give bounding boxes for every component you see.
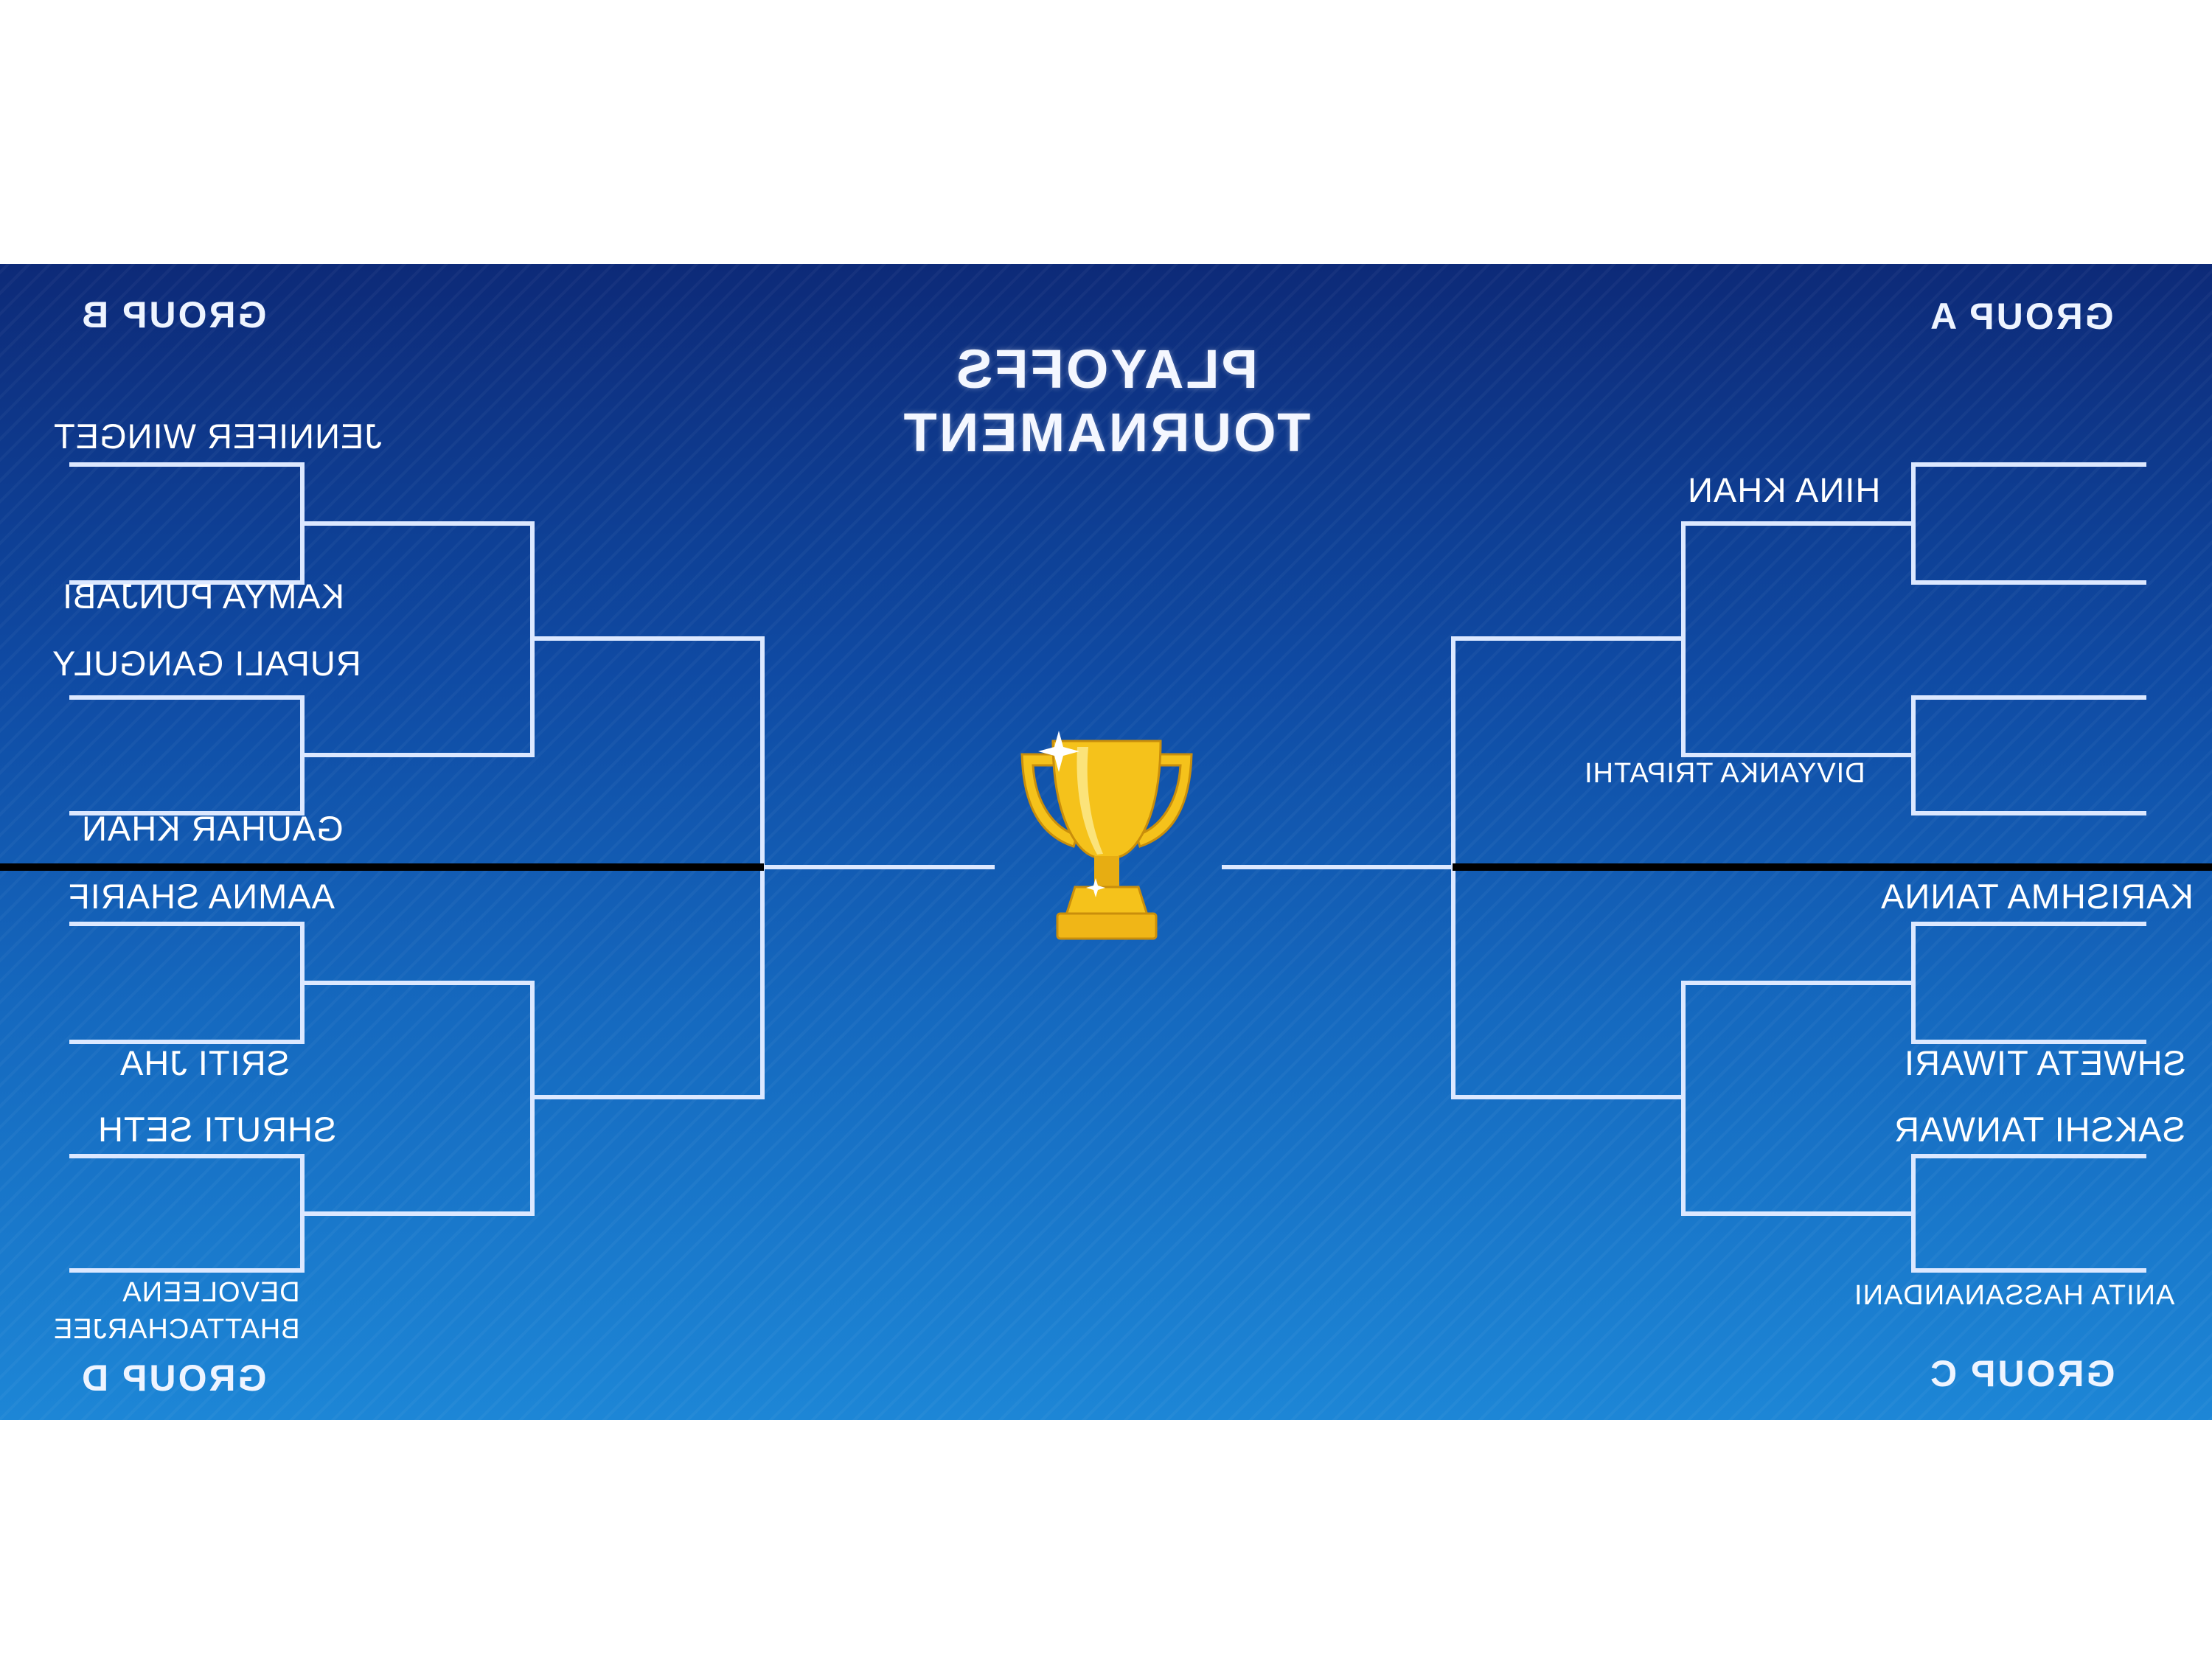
player-sakshi-tanwar: SAKSHI TANWAR (1893, 1110, 2186, 1149)
bracket-lines (0, 462, 2212, 1273)
bracket-d-r1-bottom (69, 1154, 305, 1273)
player-anita-hassanandani: ANITA HASSANANDANI (1854, 1280, 2175, 1311)
bracket-b-r1-bottom (69, 695, 305, 815)
page-title: PLAYOFFS TOURNAMENT (874, 338, 1338, 465)
group-b-label: GROUP B (80, 294, 267, 335)
bracket-b-r1-top (69, 462, 305, 585)
bracket-b-r2 (302, 521, 535, 757)
bracket-panel: PLAYOFFS TOURNAMENT GROUP B GROUP A GROU… (0, 264, 2212, 1420)
player-kamya-punjabi: KAMYA PUNJABI (62, 577, 345, 616)
player-aamna-sharif: AAMNA SHARIF (68, 877, 335, 916)
group-c-label: GROUP C (1928, 1353, 2115, 1394)
bracket-c-r1-bottom (1911, 1154, 2146, 1273)
group-a-label: GROUP A (1928, 296, 2114, 337)
bracket-a-r1-bottom (1911, 695, 2146, 815)
player-sriti-jha: SRITI JHA (119, 1043, 290, 1082)
group-d-label: GROUP D (80, 1357, 267, 1399)
title-line-1: PLAYOFFS (954, 338, 1258, 400)
player-jennifer-winget: JENNIFER WINGET (53, 417, 382, 456)
player-divyanka-tripathi: DIVYANKA TRIPATHI (1584, 758, 1865, 789)
bracket-a-r1-top (1911, 462, 2146, 585)
bracket-d-r1-top (69, 922, 305, 1044)
player-hina-khan: HINA KHAN (1687, 470, 1881, 509)
title-line-2: TOURNAMENT (901, 402, 1311, 463)
player-shweta-tiwari: SHWETA TIWARI (1904, 1043, 2186, 1082)
bracket-c-r1-top (1911, 922, 2146, 1044)
trophy-icon (1020, 731, 1193, 940)
player-shruti-seth: SHRUTI SETH (97, 1110, 337, 1149)
player-gauhar-khan: GAUHAR KHAN (81, 809, 344, 848)
player-devoleena-bhattacharjee: DEVOLEENA BHATTACHARJEE (53, 1277, 300, 1345)
bracket-c-r2 (1681, 981, 1914, 1216)
player-rupali-ganguly: RUPALI GANGULY (52, 644, 361, 683)
bracket-a-r2 (1681, 521, 1914, 757)
player-karishma-tanna: KARISHMA TANNA (1880, 877, 2194, 916)
bracket-d-r2 (302, 981, 535, 1216)
